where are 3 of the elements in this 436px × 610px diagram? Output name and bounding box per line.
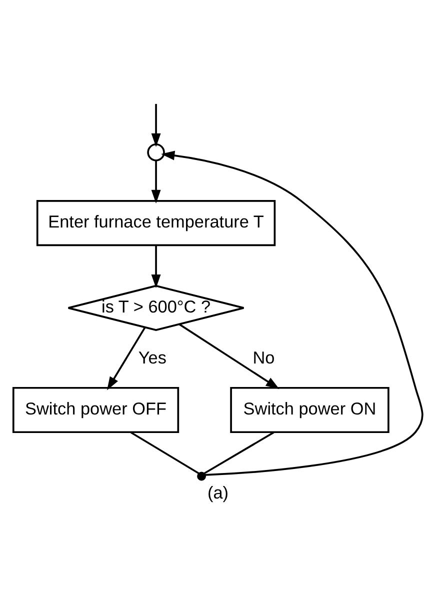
edge-label: Yes [138, 347, 166, 368]
caption: (a) [207, 482, 229, 502]
edge-label: No [252, 347, 275, 368]
